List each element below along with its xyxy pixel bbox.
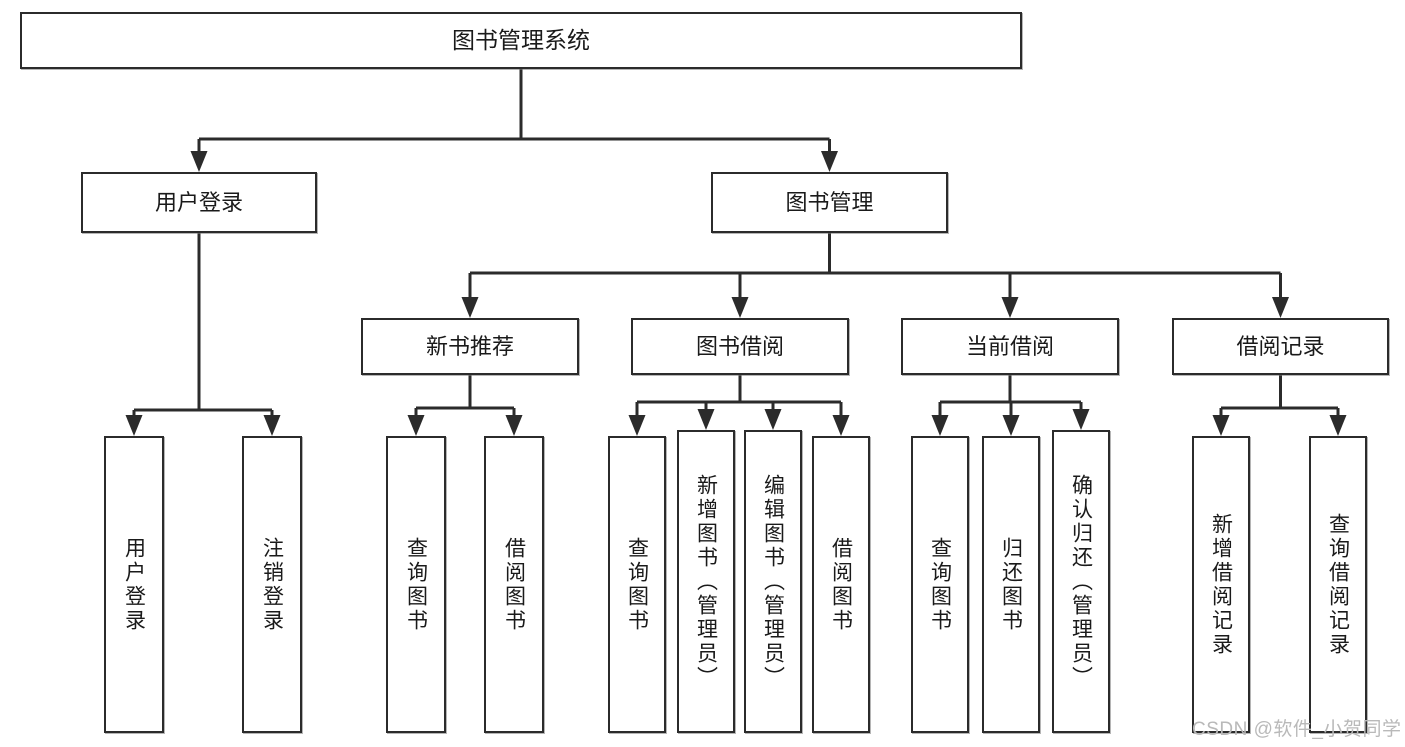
node-label: 用户登录 <box>122 536 146 633</box>
node-records[interactable]: 借阅记录 <box>1172 318 1389 375</box>
node-label: 借阅图书 <box>502 536 526 633</box>
node-root[interactable]: 图书管理系统 <box>20 12 1022 69</box>
node-l-query1[interactable]: 查询图书 <box>386 436 446 733</box>
node-label: 查询图书 <box>625 536 649 633</box>
node-label: 用户登录 <box>154 189 243 215</box>
arrowhead-icon <box>407 415 425 436</box>
node-label: 新增图书（管理员） <box>694 473 718 690</box>
node-newbook[interactable]: 新书推荐 <box>361 318 579 375</box>
node-l-addrec[interactable]: 新增借阅记录 <box>1192 436 1250 733</box>
arrowhead-icon <box>125 415 143 436</box>
node-l-borrow2[interactable]: 借阅图书 <box>812 436 870 733</box>
node-l-edit[interactable]: 编辑图书（管理员） <box>744 430 802 733</box>
arrowhead-icon <box>931 415 949 436</box>
arrowhead-icon <box>832 415 850 436</box>
node-label: 查询借阅记录 <box>1326 512 1350 657</box>
node-current[interactable]: 当前借阅 <box>901 318 1119 375</box>
node-label: 注销登录 <box>260 536 284 633</box>
node-l-confirm[interactable]: 确认归还（管理员） <box>1052 430 1110 733</box>
arrowhead-icon <box>1002 415 1020 436</box>
arrowhead-icon <box>263 415 281 436</box>
arrowhead-icon <box>1329 415 1347 436</box>
node-l-queryrec[interactable]: 查询借阅记录 <box>1309 436 1367 733</box>
node-label: 图书借阅 <box>695 333 784 359</box>
node-label: 新书推荐 <box>425 333 514 359</box>
arrowhead-icon <box>190 151 208 172</box>
node-label: 图书管理 <box>785 189 874 215</box>
node-label: 查询图书 <box>928 536 952 633</box>
arrowhead-icon <box>731 297 749 318</box>
node-l-logout[interactable]: 注销登录 <box>242 436 302 733</box>
arrowhead-icon <box>1212 415 1230 436</box>
node-l-query2[interactable]: 查询图书 <box>608 436 666 733</box>
node-label: 借阅图书 <box>829 536 853 633</box>
node-label: 确认归还（管理员） <box>1069 473 1093 690</box>
node-label: 编辑图书（管理员） <box>761 473 785 690</box>
node-l-return[interactable]: 归还图书 <box>982 436 1040 733</box>
node-login[interactable]: 用户登录 <box>81 172 317 233</box>
node-label: 查询图书 <box>404 536 428 633</box>
arrowhead-icon <box>628 415 646 436</box>
arrowhead-icon <box>505 415 523 436</box>
node-label: 借阅记录 <box>1236 333 1325 359</box>
arrowhead-icon <box>461 297 479 318</box>
arrowhead-icon <box>764 409 782 430</box>
node-borrow[interactable]: 图书借阅 <box>631 318 849 375</box>
arrowhead-icon <box>1272 297 1289 318</box>
arrowhead-icon <box>1001 297 1019 318</box>
arrowhead-icon <box>697 409 715 430</box>
node-l-borrow1[interactable]: 借阅图书 <box>484 436 544 733</box>
node-label: 当前借阅 <box>965 333 1054 359</box>
node-l-add[interactable]: 新增图书（管理员） <box>677 430 735 733</box>
node-bookmgmt[interactable]: 图书管理 <box>711 172 948 233</box>
node-label: 图书管理系统 <box>452 26 590 53</box>
arrowhead-icon <box>821 151 838 172</box>
arrowhead-icon <box>1072 409 1090 430</box>
watermark: CSDN @软件_小贺同学 <box>1192 719 1402 740</box>
node-label: 新增借阅记录 <box>1209 512 1233 657</box>
node-label: 归还图书 <box>999 536 1023 633</box>
node-l-login[interactable]: 用户登录 <box>104 436 164 733</box>
node-l-query3[interactable]: 查询图书 <box>911 436 969 733</box>
